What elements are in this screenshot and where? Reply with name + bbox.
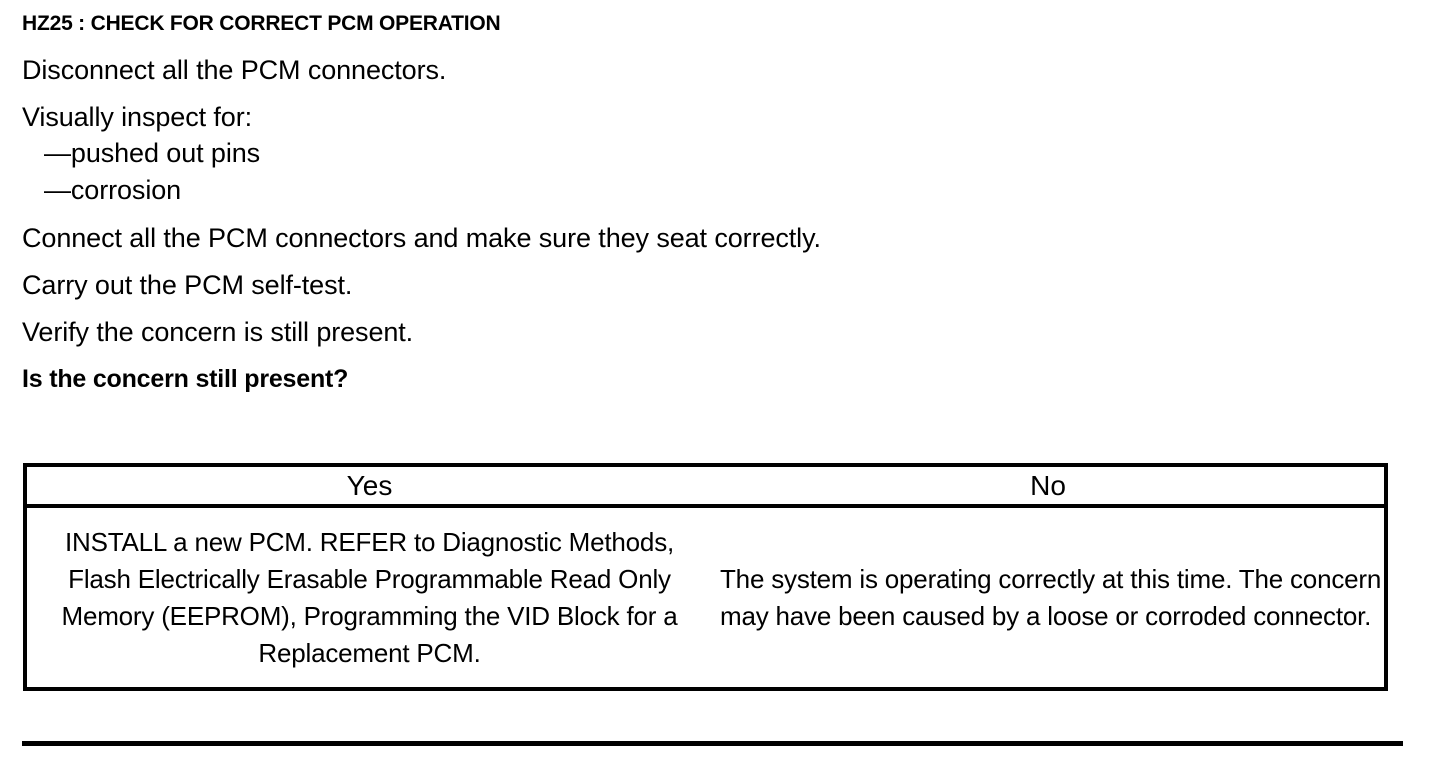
instruction-bullet-pushed-out-pins: —pushed out pins (44, 138, 261, 168)
decision-table: Yes No INSTALL a new PCM. REFER to Diagn… (23, 463, 1388, 691)
footer-divider (22, 741, 1403, 746)
instruction-line-self-test: Carry out the PCM self-test. (22, 270, 353, 300)
table-header-row: Yes No (27, 467, 1384, 508)
page-title: HZ25 : CHECK FOR CORRECT PCM OPERATION (22, 12, 501, 35)
instruction-bullet-corrosion: —corrosion (44, 175, 182, 205)
instruction-line-verify: Verify the concern is still present. (22, 317, 414, 347)
table-header-yes: Yes (27, 467, 712, 508)
table-cell-no-text: The system is operating correctly at thi… (720, 563, 1382, 631)
instruction-line-inspect: Visually inspect for: (22, 102, 253, 132)
table-cell-no: The system is operating correctly at thi… (712, 506, 1384, 687)
decision-question: Is the concern still present? (22, 365, 349, 393)
table-row: INSTALL a new PCM. REFER to Diagnostic M… (27, 506, 1384, 687)
table-header-no: No (712, 467, 1384, 508)
table-cell-yes-text: INSTALL a new PCM. REFER to Diagnostic M… (61, 526, 678, 668)
table-cell-yes: INSTALL a new PCM. REFER to Diagnostic M… (27, 506, 712, 687)
instruction-line-disconnect: Disconnect all the PCM connectors. (22, 55, 447, 85)
instruction-list: Disconnect all the PCM connectors. Visua… (22, 52, 1402, 397)
instruction-line-connect: Connect all the PCM connectors and make … (22, 223, 821, 253)
